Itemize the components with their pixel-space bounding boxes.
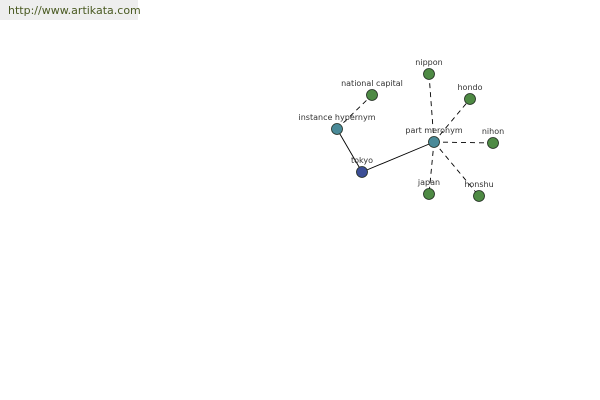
node-label-nippon: nippon: [415, 58, 442, 67]
edge-tokyo-to-instance-hypernym: [336, 128, 363, 173]
edges-layer: [336, 73, 494, 197]
node-national-capital[interactable]: national capital: [341, 79, 403, 101]
node-circle-tokyo[interactable]: [356, 166, 368, 178]
node-japan[interactable]: japan: [417, 178, 440, 200]
node-label-japan: japan: [417, 178, 440, 187]
node-circle-honshu[interactable]: [473, 190, 485, 202]
node-label-honshu: honshu: [464, 180, 493, 189]
node-tokyo[interactable]: tokyo: [351, 156, 373, 178]
node-nippon[interactable]: nippon: [415, 58, 443, 80]
node-instance-hypernym[interactable]: instance hypernym: [299, 113, 376, 135]
edge-part-meronym-to-nihon: [433, 141, 494, 144]
node-circle-national-capital[interactable]: [366, 89, 378, 101]
site-url-link[interactable]: http://www.artikata.com: [8, 4, 141, 17]
node-label-nihon: nihon: [482, 127, 504, 136]
node-circle-japan[interactable]: [423, 188, 435, 200]
node-circle-instance-hypernym[interactable]: [331, 123, 343, 135]
edge-tokyo-to-part-meronym: [361, 141, 435, 173]
node-label-part-meronym: part meronym: [405, 126, 462, 135]
node-label-tokyo: tokyo: [351, 156, 373, 165]
url-bar: http://www.artikata.com: [0, 0, 141, 20]
edge-part-meronym-to-honshu: [433, 141, 480, 197]
node-circle-hondo[interactable]: [464, 93, 476, 105]
node-circle-nippon[interactable]: [423, 68, 435, 80]
node-hondo[interactable]: hondo: [457, 83, 483, 105]
nodes-layer: tokyo instance hypernym part meronym nation…: [299, 58, 504, 202]
node-label-hondo: hondo: [457, 83, 482, 92]
edge-part-meronym-to-nippon: [428, 73, 435, 143]
node-label-national-capital: national capital: [341, 79, 403, 88]
node-circle-part-meronym[interactable]: [428, 136, 440, 148]
edge-instance-hypernym-to-national-capital: [336, 94, 373, 130]
node-circle-nihon[interactable]: [487, 137, 499, 149]
edge-part-meronym-to-hondo: [433, 98, 471, 143]
node-honshu[interactable]: honshu: [464, 180, 494, 202]
node-part-meronym[interactable]: part meronym: [405, 126, 463, 148]
node-label-instance-hypernym: instance hypernym: [299, 113, 376, 122]
node-nihon[interactable]: nihon: [482, 127, 504, 149]
